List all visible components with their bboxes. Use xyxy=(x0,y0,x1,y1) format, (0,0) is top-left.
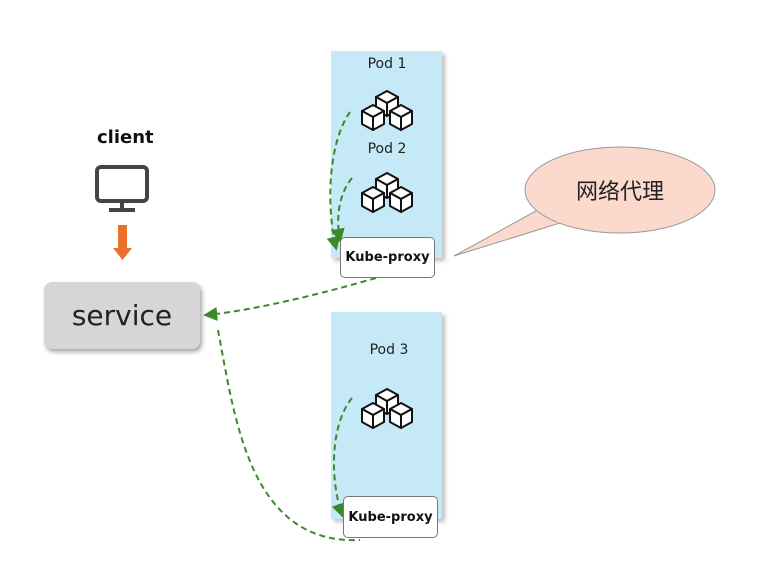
pod2-to-proxy-arrow xyxy=(330,177,353,243)
service-box[interactable]: service xyxy=(44,282,200,349)
proxy1-to-service-arrow xyxy=(203,277,377,321)
kube-proxy-label: Kube-proxy xyxy=(348,509,433,525)
pod1-to-proxy-arrow xyxy=(326,111,351,251)
service-label: service xyxy=(71,299,173,332)
pod3-to-proxy2-arrow xyxy=(331,397,353,518)
pod-2-label: Pod 2 xyxy=(367,141,407,157)
kube-proxy-label: Kube-proxy xyxy=(345,250,430,265)
callout-text: 网络代理 xyxy=(575,180,664,205)
kube-proxy-box-2[interactable]: Kube-proxy xyxy=(343,496,438,538)
pod-3-cubes-icon xyxy=(361,388,413,429)
callout-bubble xyxy=(453,146,716,257)
node-panel-1 xyxy=(331,51,442,258)
client-label: client xyxy=(97,127,154,148)
pod-3-label: Pod 3 xyxy=(369,342,409,358)
node-panel-2 xyxy=(331,312,442,519)
kube-proxy-box-1[interactable]: Kube-proxy xyxy=(340,237,435,278)
monitor-icon xyxy=(95,165,149,212)
pod-1-label: Pod 1 xyxy=(367,56,407,72)
client-to-service-arrow xyxy=(113,225,132,260)
pod-2-cubes-icon xyxy=(361,172,413,213)
pod-1-cubes-icon xyxy=(361,90,413,131)
service-to-proxy2-arrow xyxy=(217,329,361,542)
